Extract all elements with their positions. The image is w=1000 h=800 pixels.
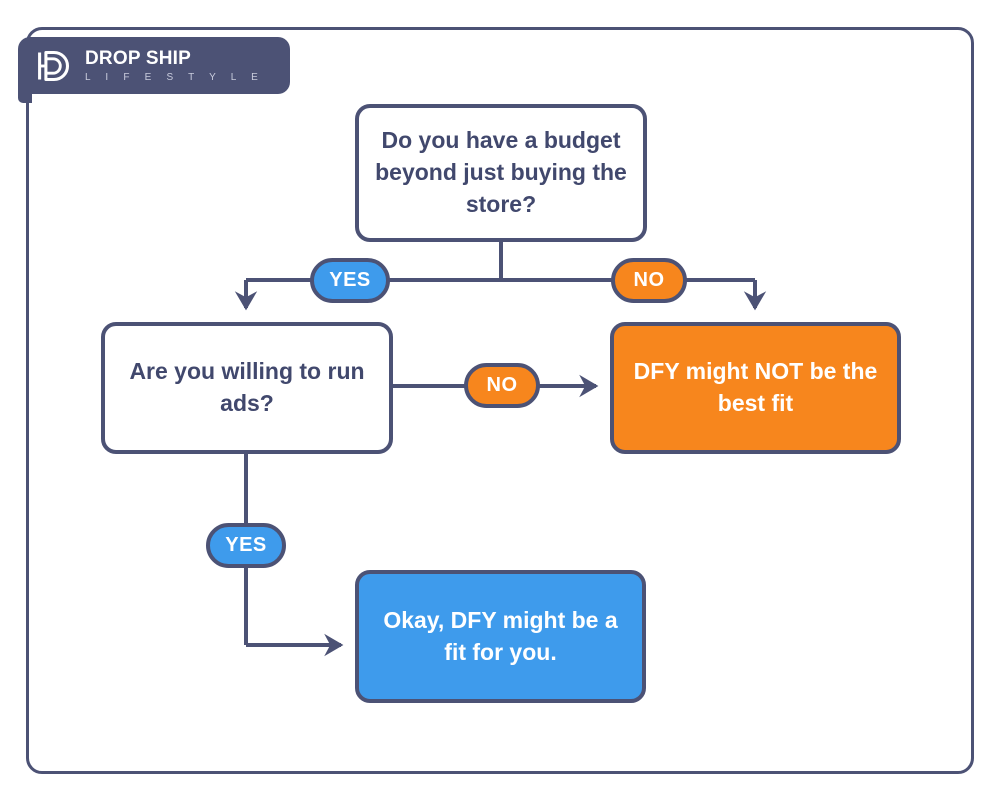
edge-label-ads-no-text: NO <box>486 374 518 396</box>
brand-tagline: L I F E S T Y L E <box>85 71 264 83</box>
logo: DROP SHIP L I F E S T Y L E <box>36 48 264 84</box>
dsl-monogram-icon <box>38 50 70 81</box>
edge-label-ads-no: NO <box>464 363 540 408</box>
logo-wordmark: DROP SHIP L I F E S T Y L E <box>85 49 264 83</box>
brand-header-tab: DROP SHIP L I F E S T Y L E <box>18 37 290 103</box>
edge-label-budget-yes: YES <box>310 258 390 303</box>
node-good-fit-result[interactable]: Okay, DFY might be a fit for you. <box>355 570 646 703</box>
edge-label-budget-no: NO <box>611 258 687 303</box>
edge-label-budget-no-text: NO <box>633 269 665 291</box>
node-budget-label: Do you have a budget beyond just buying … <box>375 127 627 217</box>
brand-name: DROP SHIP <box>85 47 191 69</box>
edge-label-budget-yes-text: YES <box>329 269 371 291</box>
node-ads-label: Are you willing to run ads? <box>129 358 365 416</box>
edge-label-ads-yes: YES <box>206 523 286 568</box>
node-not-best-fit-label: DFY might NOT be the best fit <box>633 358 878 416</box>
node-good-fit-label: Okay, DFY might be a fit for you. <box>383 606 618 665</box>
node-not-best-fit-result[interactable]: DFY might NOT be the best fit <box>610 322 901 454</box>
node-ads-question[interactable]: Are you willing to run ads? <box>101 322 393 454</box>
edge-label-ads-yes-text: YES <box>225 534 267 556</box>
node-budget-question[interactable]: Do you have a budget beyond just buying … <box>355 104 647 242</box>
